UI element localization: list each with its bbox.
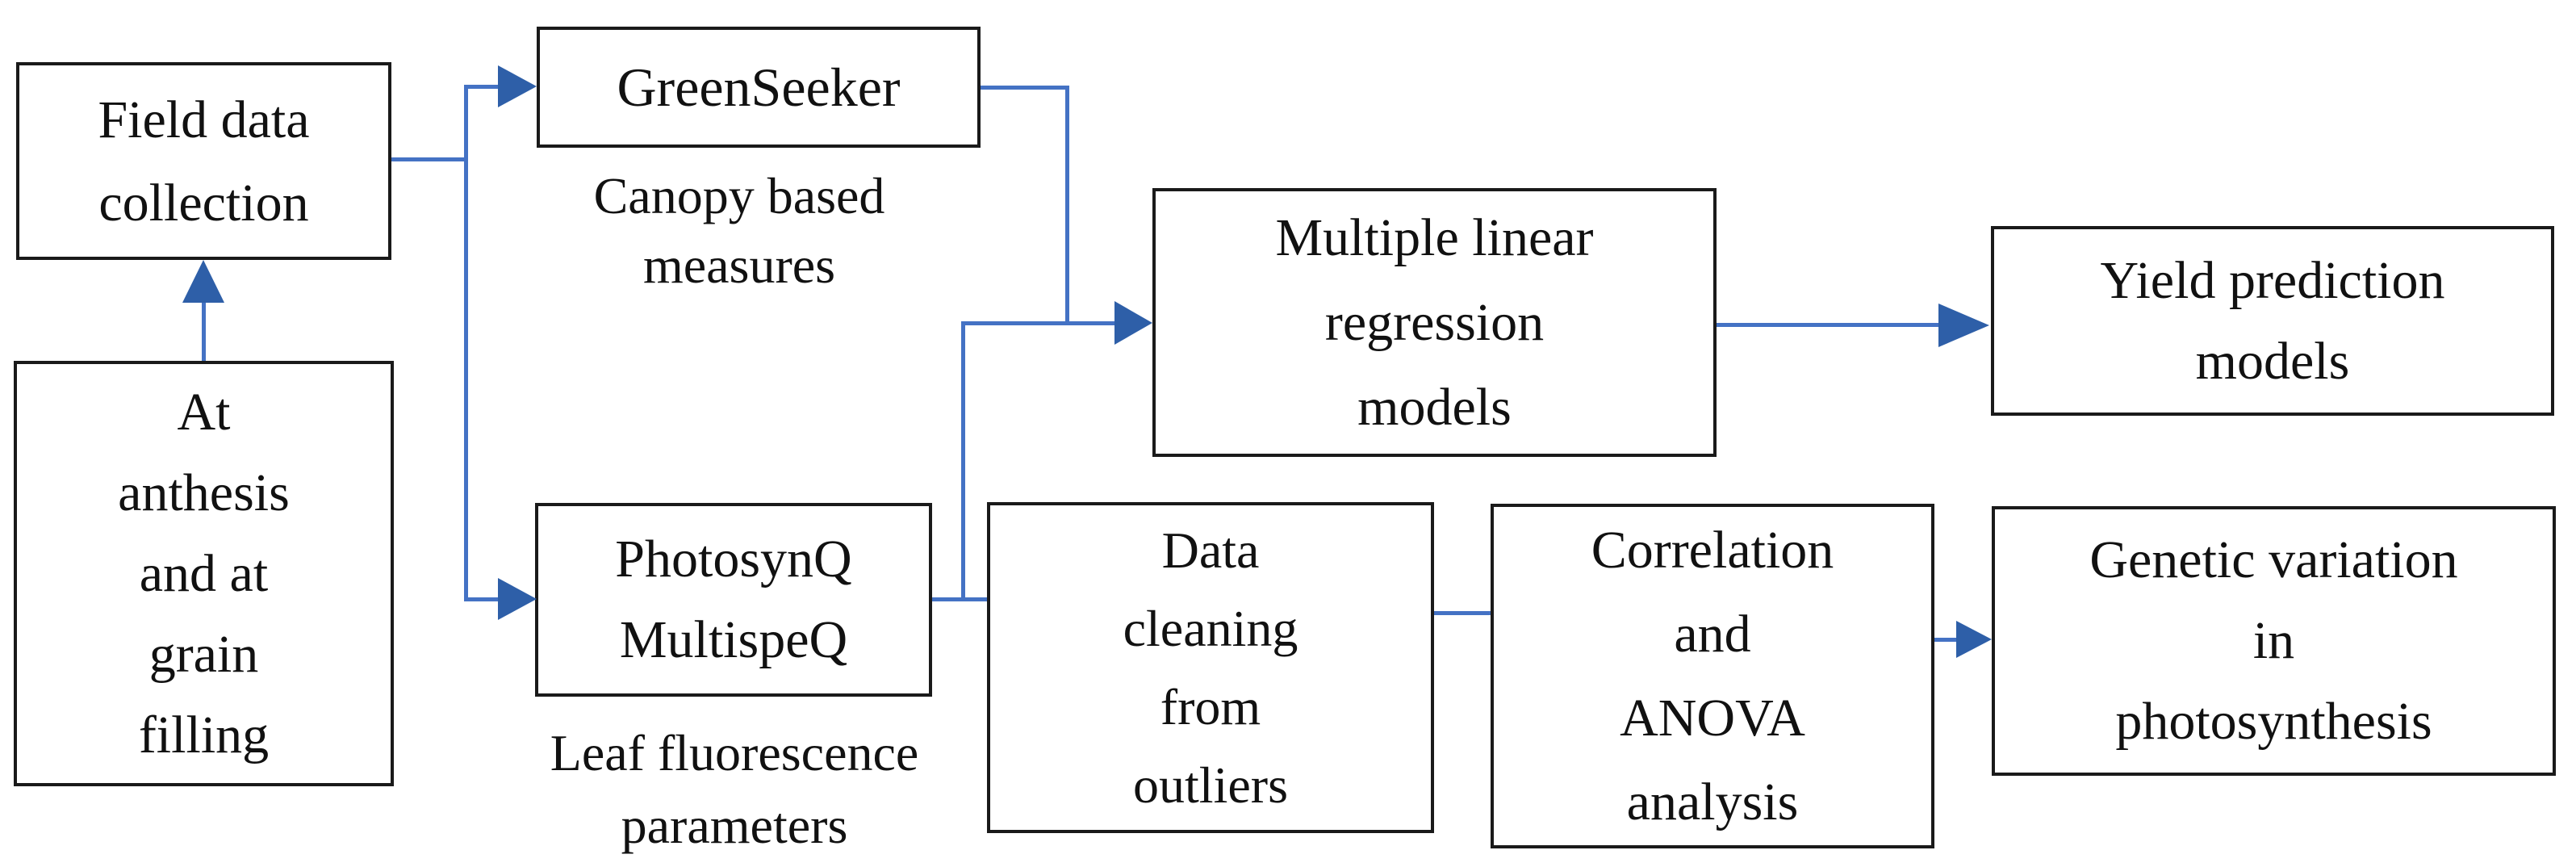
arrowhead-right-icon: [1956, 621, 1992, 658]
arrowhead-right-icon: [1114, 301, 1152, 345]
node-photosynq-multispeq: PhotosynQ MultispeQ: [535, 503, 932, 697]
connector-junction-to-photosynq: [466, 597, 499, 601]
node-genetic-variation: Genetic variation in photosynthesis: [1992, 506, 2556, 776]
arrowhead-up-icon: [182, 260, 224, 303]
connector-anthesis-to-field: [202, 300, 206, 361]
connector-junction-vertical: [464, 85, 468, 601]
connector-cleaning-to-correlation: [1434, 611, 1491, 615]
label-leaf-fluorescence-parameters: Leaf fluorescence parameters: [550, 723, 919, 854]
node-field-data-collection: Field data collection: [16, 62, 391, 260]
arrowhead-right-icon: [498, 65, 537, 107]
node-at-anthesis-grain-filling: At anthesis and at grain filling: [14, 361, 394, 786]
node-greenseeker: GreenSeeker: [537, 27, 981, 148]
connector-photosynq-to-cleaning: [932, 597, 987, 601]
connector-field-to-junction: [391, 157, 468, 161]
node-multiple-linear-regression: Multiple linear regression models: [1152, 188, 1717, 457]
label-canopy-based-measures: Canopy based measures: [593, 167, 885, 294]
connector-mlr-to-yield: [1717, 323, 1942, 327]
node-yield-prediction-models: Yield prediction models: [1991, 226, 2554, 416]
connector-to-mlr: [961, 321, 1116, 325]
connector-junction-to-greenseeker: [466, 85, 499, 89]
connector-greenseeker-down: [1065, 86, 1069, 325]
connector-correlation-to-genetic: [1934, 638, 1959, 642]
connector-greenseeker-right: [981, 86, 1069, 90]
connector-photosynq-up: [961, 323, 965, 601]
arrowhead-right-icon: [1938, 304, 1989, 347]
node-correlation-anova: Correlation and ANOVA analysis: [1491, 504, 1934, 848]
arrowhead-right-icon: [498, 578, 537, 620]
node-data-cleaning-outliers: Data cleaning from outliers: [987, 502, 1434, 833]
